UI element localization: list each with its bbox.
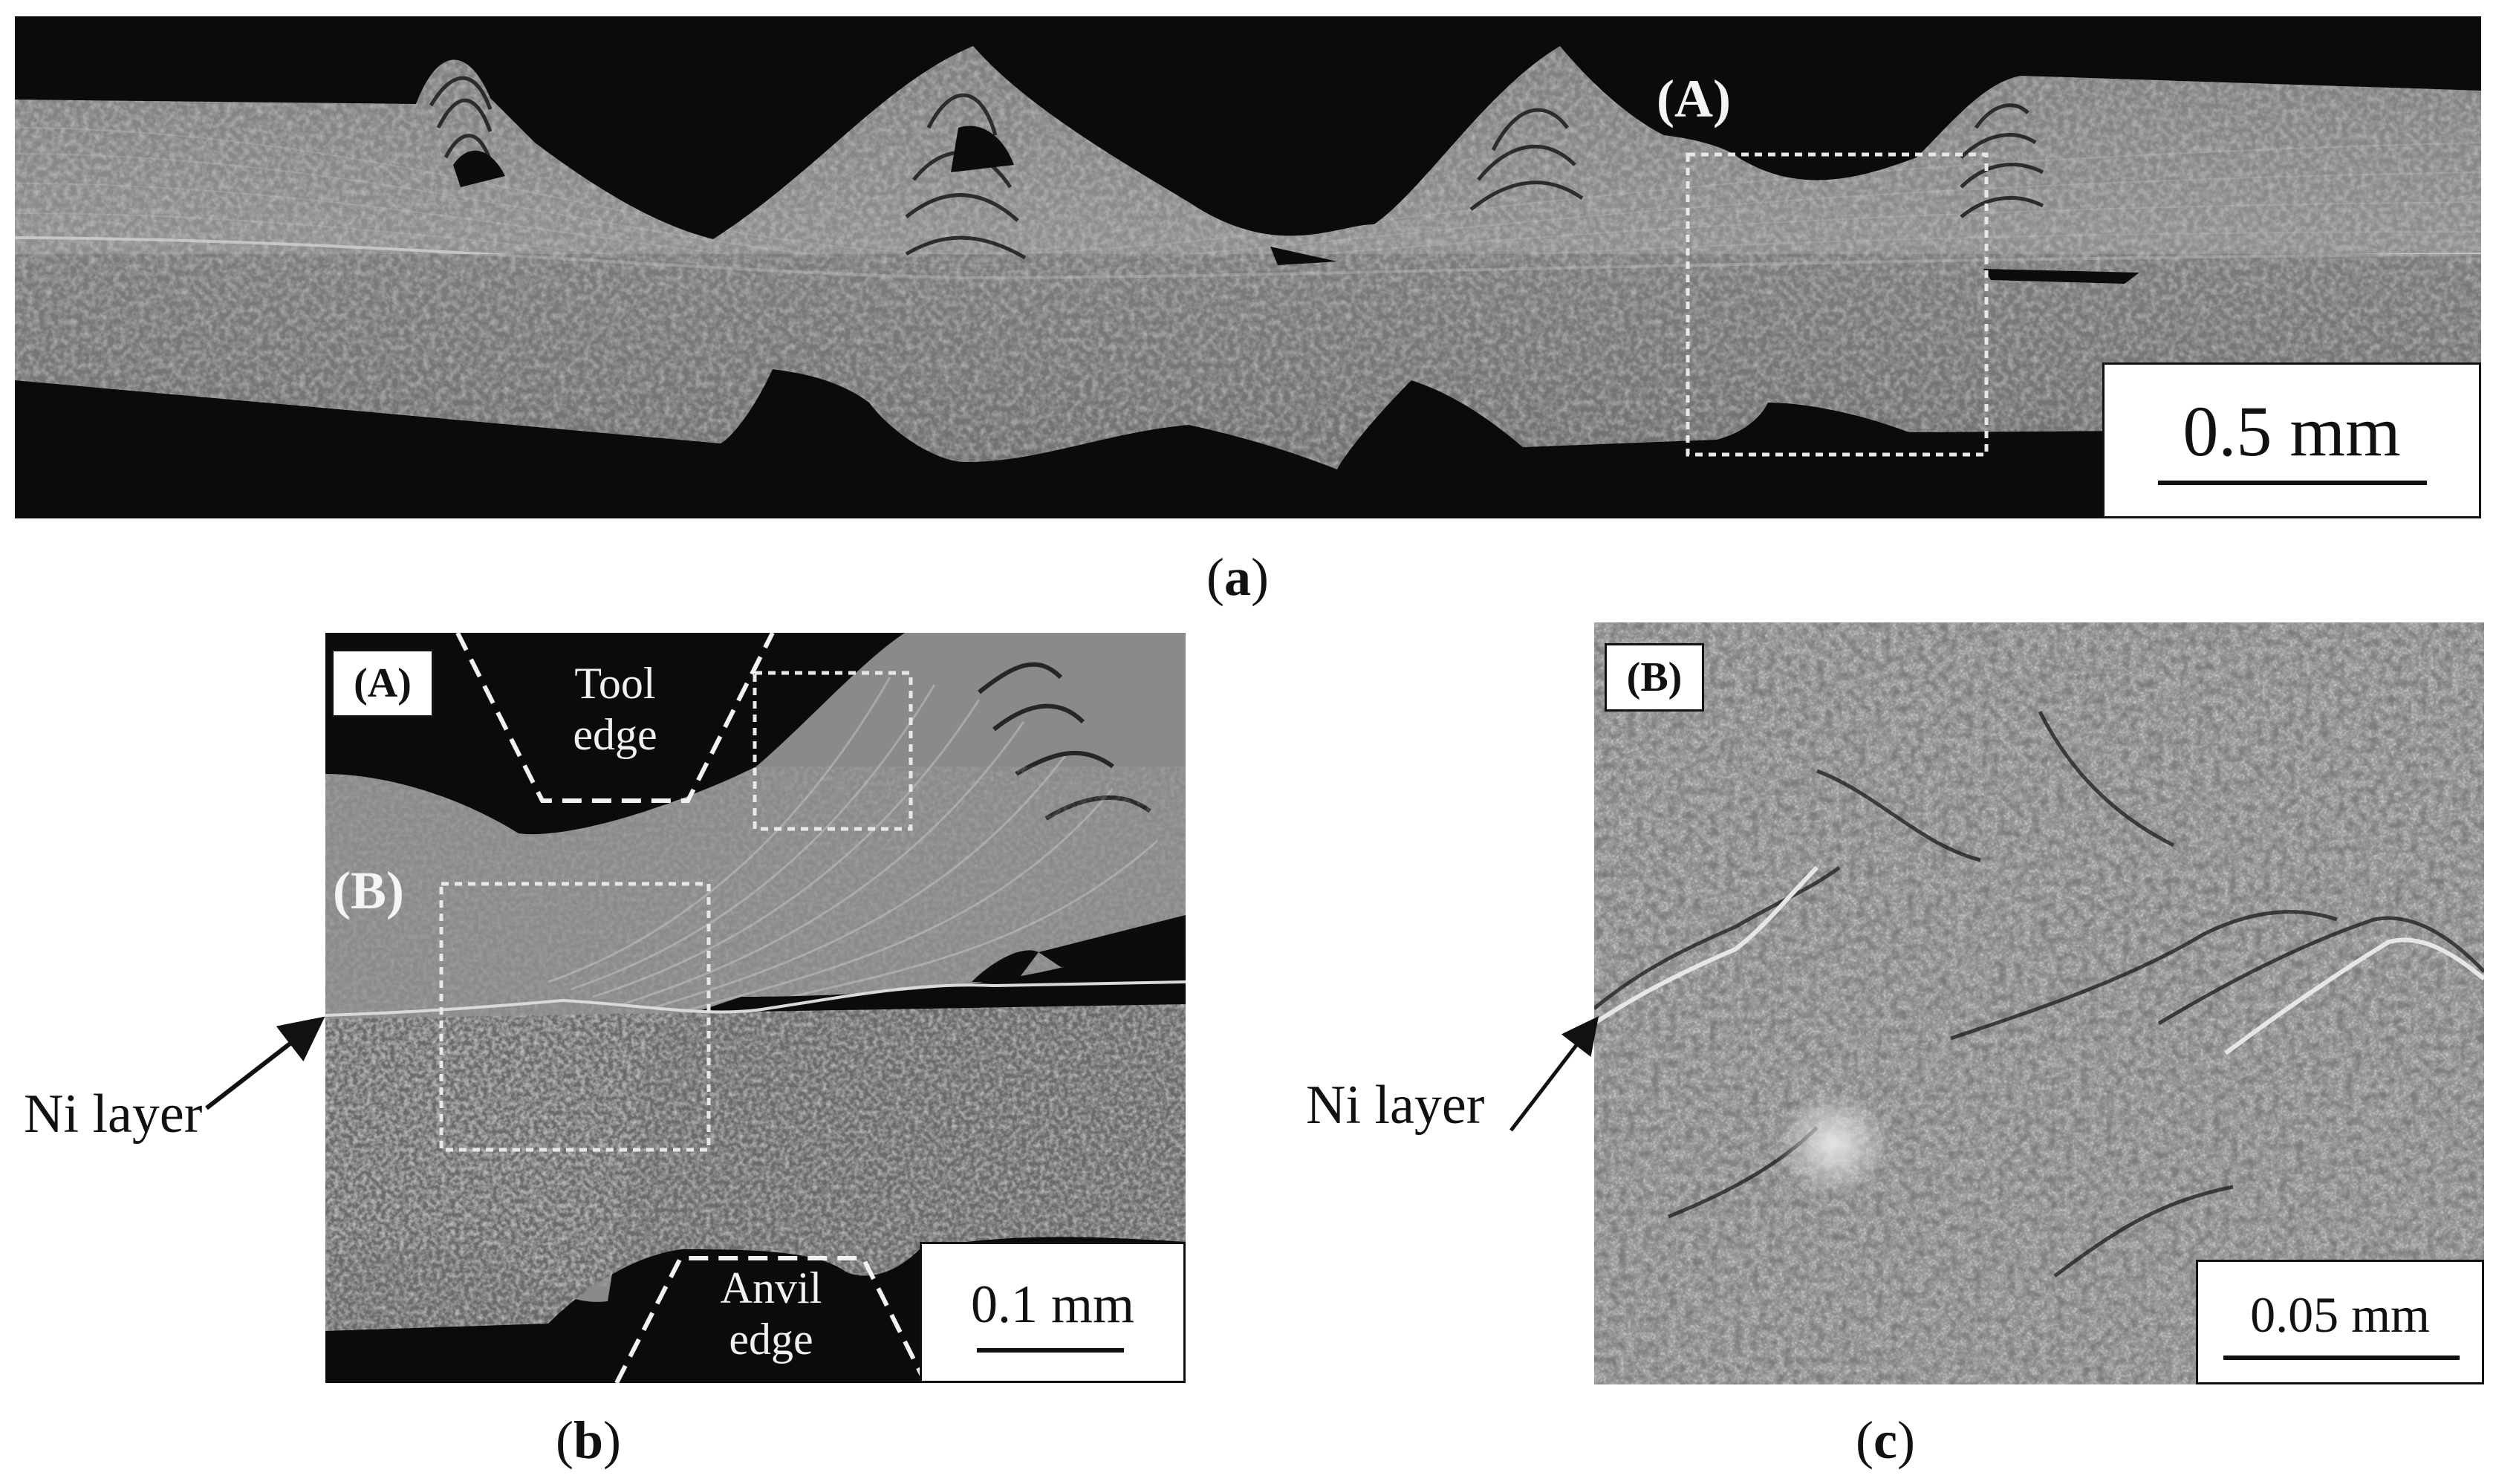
- micrograph-a: (A) 0.5 mm: [15, 16, 2481, 518]
- ni-layer-label-b: Ni layer: [24, 1084, 203, 1145]
- micrograph-c-image: [1594, 622, 2484, 1384]
- micrograph-b-image: [325, 633, 1186, 1383]
- detail-box-upper: [753, 671, 913, 831]
- scale-bar-a: 0.5 mm: [2102, 362, 2481, 518]
- ni-layer-arrow-b: [205, 1016, 325, 1110]
- scale-bar-c-label: 0.05 mm: [2250, 1286, 2430, 1343]
- region-box-b: [439, 882, 711, 1152]
- tool-edge-line2: edge: [573, 710, 657, 759]
- scale-bar-c-line: [2223, 1356, 2460, 1360]
- anvil-edge-line2: edge: [729, 1315, 813, 1364]
- tool-edge-line1: Tool: [574, 659, 656, 708]
- ni-layer-line-c: [1594, 865, 1819, 1026]
- anvil-edge-line1: Anvil: [720, 1263, 822, 1312]
- tool-edge-outline: [455, 633, 775, 803]
- caption-b-letter: b: [573, 1410, 604, 1470]
- scale-bar-b-label: 0.1 mm: [970, 1275, 1134, 1334]
- ni-layer-line-b: [325, 980, 1186, 1017]
- scale-bar-a-label: 0.5 mm: [2183, 391, 2401, 471]
- region-label-a: (A): [1657, 69, 1731, 128]
- ni-layer-label-c: Ni layer: [1306, 1075, 1485, 1136]
- micrograph-a-image: [15, 46, 2481, 469]
- bright-particle: [1775, 1090, 1891, 1197]
- caption-b: (b): [555, 1410, 622, 1470]
- scale-bar-c: 0.05 mm: [2196, 1260, 2484, 1384]
- caption-a-letter: a: [1224, 547, 1251, 607]
- micrograph-c: (B) 0.05 mm: [1594, 622, 2484, 1384]
- ni-layer-arrow-c: [1509, 1016, 1599, 1132]
- panel-b-tag: (A): [331, 649, 434, 717]
- caption-a: (a): [1206, 547, 1269, 607]
- scale-bar-b-line: [977, 1348, 1124, 1353]
- panel-c-tag: (B): [1605, 643, 1704, 712]
- region-box-a: [1686, 152, 1989, 457]
- scale-bar-b: 0.1 mm: [920, 1242, 1186, 1383]
- anvil-edge-label: Anvil edge: [682, 1263, 860, 1365]
- caption-c-letter: c: [1873, 1410, 1897, 1470]
- scale-bar-a-line: [2158, 481, 2427, 485]
- region-label-b: (B): [333, 861, 404, 920]
- tool-edge-label: Tool edge: [541, 658, 689, 761]
- caption-c: (c): [1856, 1410, 1915, 1470]
- anvil-edge-outline: [614, 1256, 928, 1383]
- micrograph-b: (A) Tool edge Anvil edge (B) 0.1 mm: [325, 633, 1186, 1383]
